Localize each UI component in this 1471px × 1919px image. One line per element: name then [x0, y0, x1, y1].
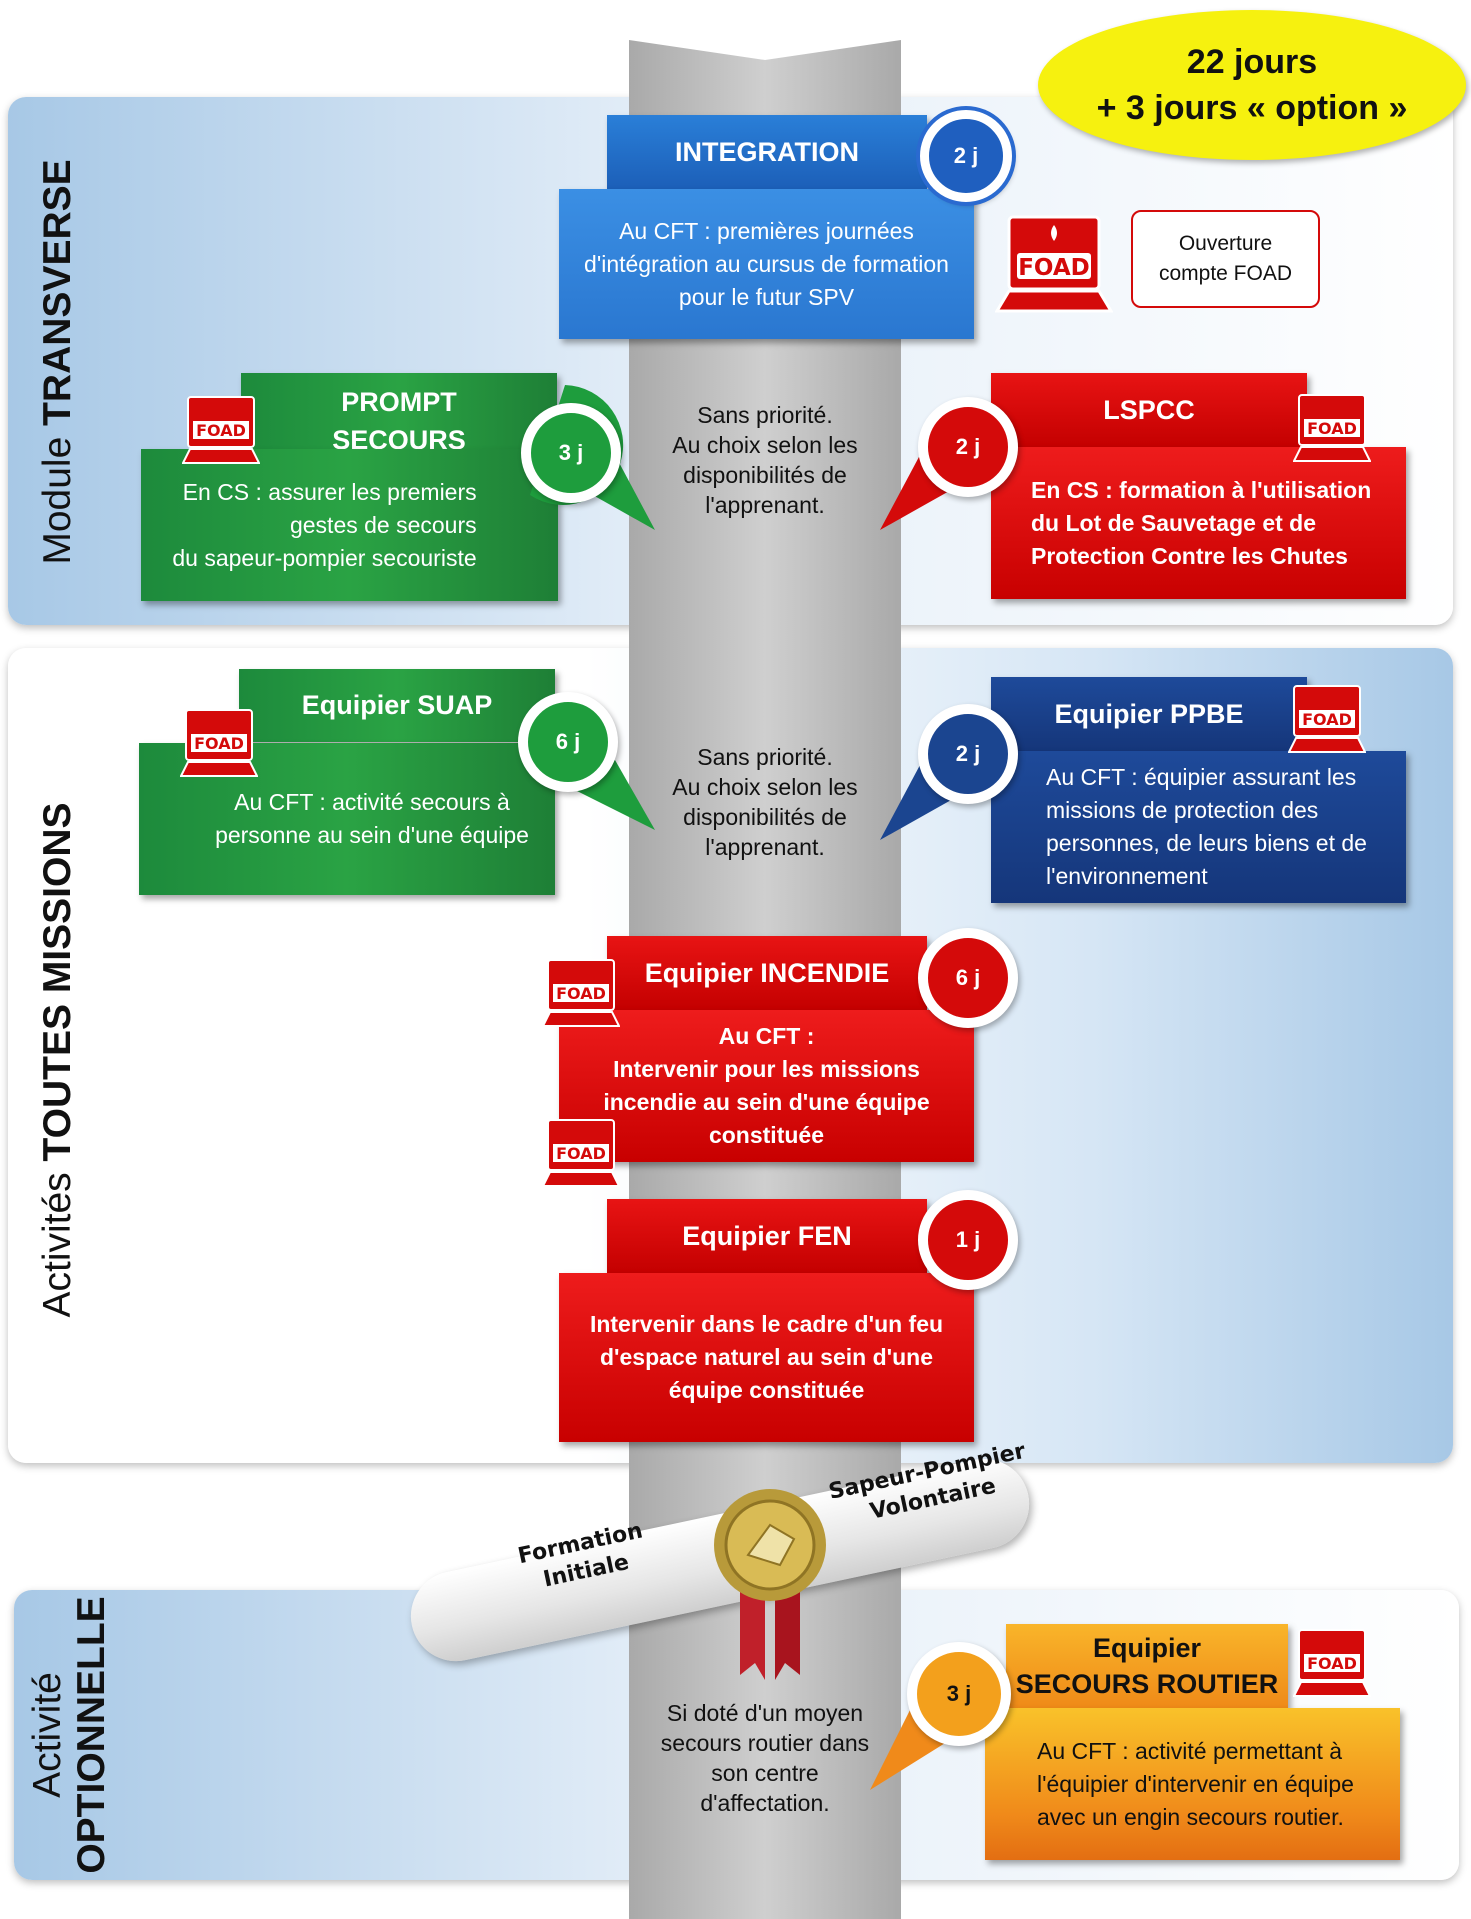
svg-text:FOAD: FOAD: [556, 1144, 606, 1163]
suap-days-badge: 6 j: [518, 692, 618, 792]
svg-text:FOAD: FOAD: [1307, 419, 1357, 438]
svg-text:FOAD: FOAD: [196, 421, 246, 440]
integration-days-badge: 2 j: [920, 110, 1012, 202]
svg-text:FOAD: FOAD: [194, 734, 244, 753]
svg-text:FOAD: FOAD: [556, 984, 606, 1003]
ppbe-days-badge: 2 j: [918, 704, 1018, 804]
seal-icon: [710, 1485, 830, 1685]
foad-icon: FOAD: [181, 395, 261, 465]
prompt-secours-days-badge: 3 j: [521, 403, 621, 503]
foad-icon: FOAD: [541, 958, 621, 1028]
lspcc-days-badge: 2 j: [918, 397, 1018, 497]
foad-laptop-icon: FOAD: [994, 215, 1114, 315]
svg-text:FOAD: FOAD: [1302, 710, 1352, 729]
lspcc-title: LSPCC: [991, 373, 1307, 447]
foad-icon: FOAD: [1287, 684, 1367, 754]
fen-title: Equipier FEN: [607, 1199, 927, 1273]
fen-days-badge: 1 j: [918, 1190, 1018, 1290]
integration-title: INTEGRATION: [607, 115, 927, 189]
foad-icon: FOAD: [541, 1118, 621, 1188]
suap-title: Equipier SUAP: [239, 669, 555, 742]
total-duration-badge: 22 jours + 3 jours « option »: [1038, 10, 1466, 160]
incendie-days-badge: 6 j: [918, 928, 1018, 1028]
ppbe-title: Equipier PPBE: [991, 677, 1307, 751]
incendie-title: Equipier INCENDIE: [607, 936, 927, 1010]
foad-icon: FOAD: [179, 708, 259, 778]
svg-text:FOAD: FOAD: [1018, 255, 1090, 281]
foad-icon: FOAD: [1292, 1628, 1372, 1698]
foad-icon: FOAD: [1292, 393, 1372, 463]
svg-text:FOAD: FOAD: [1307, 1654, 1357, 1673]
section-label-missions: Activités TOUTES MISSIONS: [36, 802, 79, 1318]
section-label-transverse: Module TRANSVERSE: [36, 159, 79, 565]
secours-routier-days-badge: 3 j: [907, 1642, 1011, 1746]
